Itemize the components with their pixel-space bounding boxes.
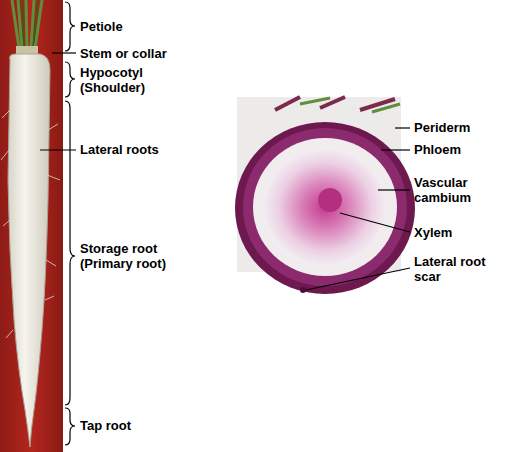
part-label: Phloem <box>414 142 461 157</box>
part-label: Vascular cambium <box>414 175 486 205</box>
part-label: Stem or collar <box>80 46 167 61</box>
part-label: Lateral root scar <box>414 254 486 284</box>
part-label: Xylem <box>414 225 452 240</box>
part-label: Tap root <box>80 418 131 433</box>
part-label: Lateral roots <box>80 142 159 157</box>
part-label: Storage root (Primary root) <box>80 241 180 271</box>
part-label: Periderm <box>414 120 470 135</box>
part-label: Petiole <box>80 19 123 34</box>
part-label: Hypocotyl (Shoulder) <box>80 65 160 95</box>
